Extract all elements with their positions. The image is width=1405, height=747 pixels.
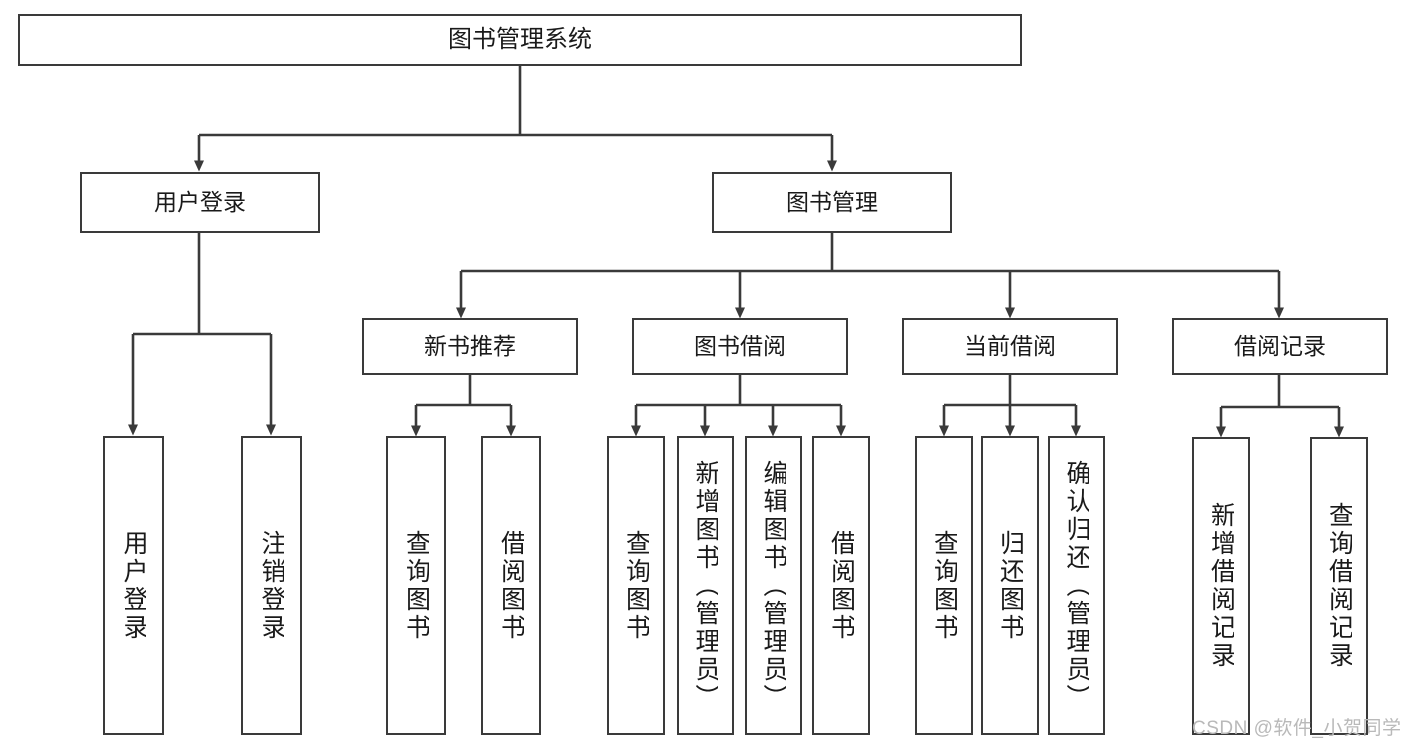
node-label: 新增借阅记录 <box>1208 502 1234 670</box>
leaf-current-return-book[interactable]: 归还图书 <box>981 436 1039 735</box>
node-label: 查询图书 <box>403 529 429 642</box>
leaf-user-login-logout[interactable]: 注销登录 <box>241 436 302 735</box>
node-label: 图书管理 <box>786 189 878 216</box>
leaf-borrow-query-book[interactable]: 查询图书 <box>607 436 665 735</box>
watermark-text: CSDN @软件_小贺同学 <box>1192 718 1402 739</box>
node-label: 注销登录 <box>259 529 284 642</box>
node-label: 用户登录 <box>121 529 146 642</box>
leaf-borrow-add-book-admin[interactable]: 新增图书（管理员） <box>677 436 734 735</box>
node-label: 借阅记录 <box>1234 333 1326 360</box>
node-label: 查询借阅记录 <box>1326 502 1352 670</box>
node-root-system[interactable]: 图书管理系统 <box>18 14 1022 66</box>
leaf-user-login-login[interactable]: 用户登录 <box>103 436 164 735</box>
node-label: 归还图书 <box>997 529 1023 642</box>
node-book-borrow[interactable]: 图书借阅 <box>632 318 848 375</box>
node-label: 新增图书（管理员） <box>693 459 718 712</box>
node-current-borrow[interactable]: 当前借阅 <box>902 318 1118 375</box>
leaf-record-add-record[interactable]: 新增借阅记录 <box>1192 437 1250 735</box>
node-new-book-recommend[interactable]: 新书推荐 <box>362 318 578 375</box>
node-label: 当前借阅 <box>964 333 1056 360</box>
leaf-borrow-borrow-book[interactable]: 借阅图书 <box>812 436 870 735</box>
node-label: 用户登录 <box>154 189 246 216</box>
node-label: 确认归还（管理员） <box>1064 459 1089 712</box>
node-label: 借阅图书 <box>498 529 524 642</box>
leaf-borrow-edit-book-admin[interactable]: 编辑图书（管理员） <box>745 436 802 735</box>
node-book-management[interactable]: 图书管理 <box>712 172 952 233</box>
node-label: 新书推荐 <box>424 333 516 360</box>
leaf-current-query-book[interactable]: 查询图书 <box>915 436 973 735</box>
leaf-current-confirm-return-admin[interactable]: 确认归还（管理员） <box>1048 436 1105 735</box>
node-label: 图书管理系统 <box>448 26 592 54</box>
node-borrow-record[interactable]: 借阅记录 <box>1172 318 1388 375</box>
leaf-record-query-record[interactable]: 查询借阅记录 <box>1310 437 1368 735</box>
node-label: 图书借阅 <box>694 333 786 360</box>
node-label: 查询图书 <box>931 529 957 642</box>
node-label: 编辑图书（管理员） <box>761 459 786 712</box>
node-label: 借阅图书 <box>828 529 854 642</box>
node-user-login[interactable]: 用户登录 <box>80 172 320 233</box>
leaf-recommend-query-book[interactable]: 查询图书 <box>386 436 446 735</box>
node-label: 查询图书 <box>623 529 649 642</box>
leaf-recommend-borrow-book[interactable]: 借阅图书 <box>481 436 541 735</box>
